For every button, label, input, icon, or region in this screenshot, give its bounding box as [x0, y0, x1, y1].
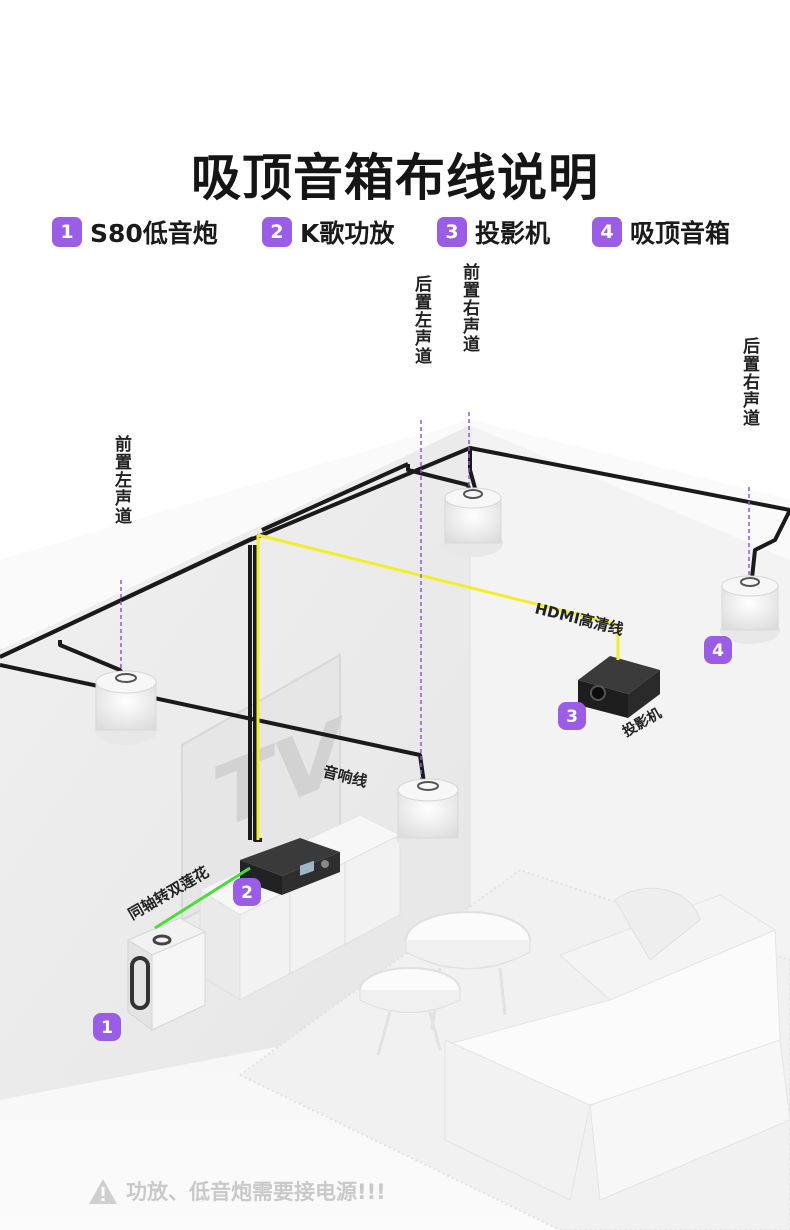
marker-3: 3	[558, 702, 586, 730]
legend-label: S80低音炮	[90, 219, 218, 248]
svg-text:3: 3	[566, 707, 578, 727]
legend-number-badge: 3	[437, 217, 467, 247]
marker-1: 1	[93, 1013, 121, 1041]
channel-label-front-right: 前置右声道	[459, 262, 481, 353]
legend-item-ceiling-speaker: 4 吸顶音箱	[592, 214, 730, 250]
projector	[578, 656, 660, 718]
sofa	[444, 887, 790, 1201]
legend-label: K歌功放	[300, 219, 395, 248]
svg-text:4: 4	[712, 641, 724, 661]
channel-label-rear-right: 后置右声道	[739, 337, 761, 427]
legend-item-projector: 3 投影机	[437, 214, 550, 250]
speaker-front-right	[443, 487, 503, 557]
marker-2: 2	[233, 878, 261, 906]
speaker-rear-right	[720, 575, 780, 644]
ceiling	[0, 420, 790, 650]
svg-text:1: 1	[101, 1018, 113, 1038]
power-warning: 功放、低音炮需要接电源!!!	[88, 1176, 386, 1206]
svg-text:2: 2	[241, 883, 253, 903]
channel-labels: 前置左声道 后置左声道 前置右声道 后置右声道	[111, 262, 761, 525]
speaker-rear-left	[396, 778, 460, 853]
channel-label-rear-left: 后置左声道	[411, 275, 433, 365]
ceiling-speakers	[94, 487, 780, 853]
coffee-tables	[359, 911, 531, 1056]
hdmi-cable	[256, 533, 620, 840]
marker-4: 4	[704, 636, 732, 664]
legend-number-badge: 1	[52, 217, 82, 247]
legend-label: 吸顶音箱	[630, 219, 731, 248]
legend-number-badge: 4	[592, 217, 622, 247]
page-title: 吸顶音箱布线说明	[191, 149, 599, 207]
coax-cable	[154, 866, 251, 930]
guide-lines	[120, 412, 750, 782]
speaker-front-left	[94, 670, 158, 745]
legend-item-amplifier: 2 K歌功放	[262, 214, 394, 250]
warning-icon	[89, 1178, 117, 1204]
right-wall	[470, 425, 790, 1010]
legend: 1 S80低音炮 2 K歌功放 3 投影机 4 吸顶音箱	[0, 214, 790, 254]
legend-item-subwoofer: 1 S80低音炮	[52, 214, 218, 250]
legend-number-badge: 2	[262, 217, 292, 247]
channel-label-front-left: 前置左声道	[111, 434, 133, 525]
amplifier	[240, 838, 340, 895]
warning-text: 功放、低音炮需要接电源!!!	[126, 1180, 386, 1204]
subwoofer	[126, 917, 207, 1031]
legend-label: 投影机	[475, 219, 551, 248]
